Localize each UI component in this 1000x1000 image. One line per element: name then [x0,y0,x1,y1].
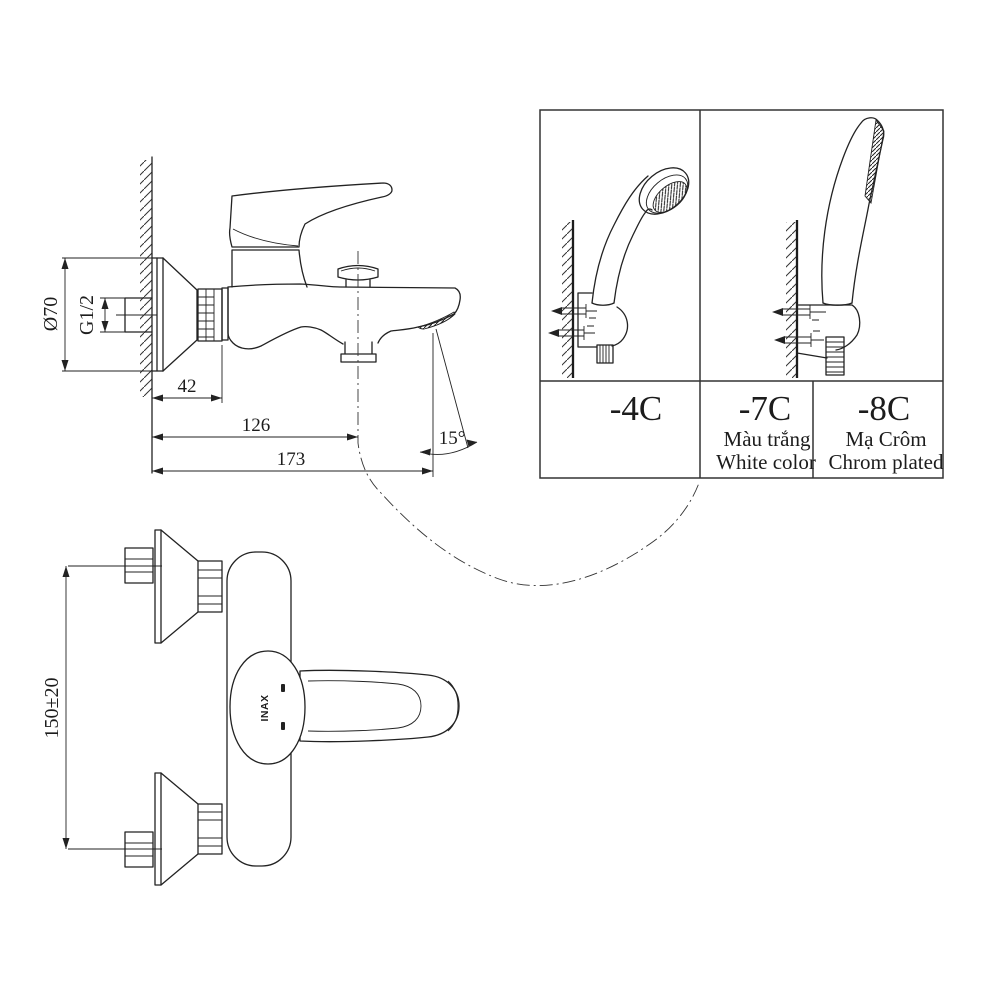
variant-box-border [539,109,944,479]
dim-173-label: 173 [277,449,306,470]
dim-126-label: 126 [242,415,271,436]
variant-8c-finish-vi: Mạ Crôm [845,427,926,451]
cold-marker [281,722,285,730]
hot-marker [281,684,285,692]
faucet-body-side [227,283,461,363]
shower-holder-left [548,292,629,364]
mounting-screw [772,305,826,321]
bottom-outlet [340,341,377,363]
mounting-screw [551,304,597,319]
dim-thread-label: G1/2 [76,295,98,335]
top-inlet-connector [68,529,223,644]
side-view: Ø70 G1/2 42 126 173 15° [40,156,700,586]
spout-aerator [417,311,456,330]
variant-panel-7c-8c [772,117,885,378]
front-view: INAX 150±20 [41,529,460,886]
wall-left-panel [562,220,575,378]
handshower-classic [591,167,690,306]
center-line-and-leader-curve [357,251,700,586]
handle-front: INAX [229,650,460,765]
wall-right-panel [786,220,799,378]
handle-side [228,182,393,288]
mounting-screw [548,325,595,340]
spray-face-strip [864,118,885,205]
supply-pipe [116,297,157,333]
variant-4c-code: -4C [610,389,663,428]
escutcheon-side [151,257,198,372]
dim-42-label: 42 [178,376,197,397]
mounting-screw [774,330,824,347]
variant-8c-finish-en: Chrom plated [829,450,944,474]
variant-panel-4c [548,167,690,378]
brand-logo-text: INAX [259,694,271,721]
dimension-line-front: 150±20 [41,566,70,849]
variant-8c-code: -8C [858,389,911,428]
bottom-inlet-connector [68,772,223,886]
inlet-spacing-label: 150±20 [41,678,63,739]
thread-connector-side [197,287,229,342]
variant-7c-code: -7C [739,389,792,428]
shower-holder-right [772,304,861,376]
dim-diameter-label: Ø70 [40,297,62,331]
variant-7c-finish-en: White color [716,450,816,474]
angle-label: 15° [439,428,466,449]
variant-7c-finish-vi: Màu trắng [724,427,811,451]
variant-labels: -4C -7C Màu trắng White color -8C Mạ Crô… [610,389,944,474]
variant-box: -4C -7C Màu trắng White color -8C Mạ Crô… [539,109,944,479]
dimension-lines-side: Ø70 G1/2 42 126 173 15° [40,257,478,477]
handshower-slim [821,117,885,306]
